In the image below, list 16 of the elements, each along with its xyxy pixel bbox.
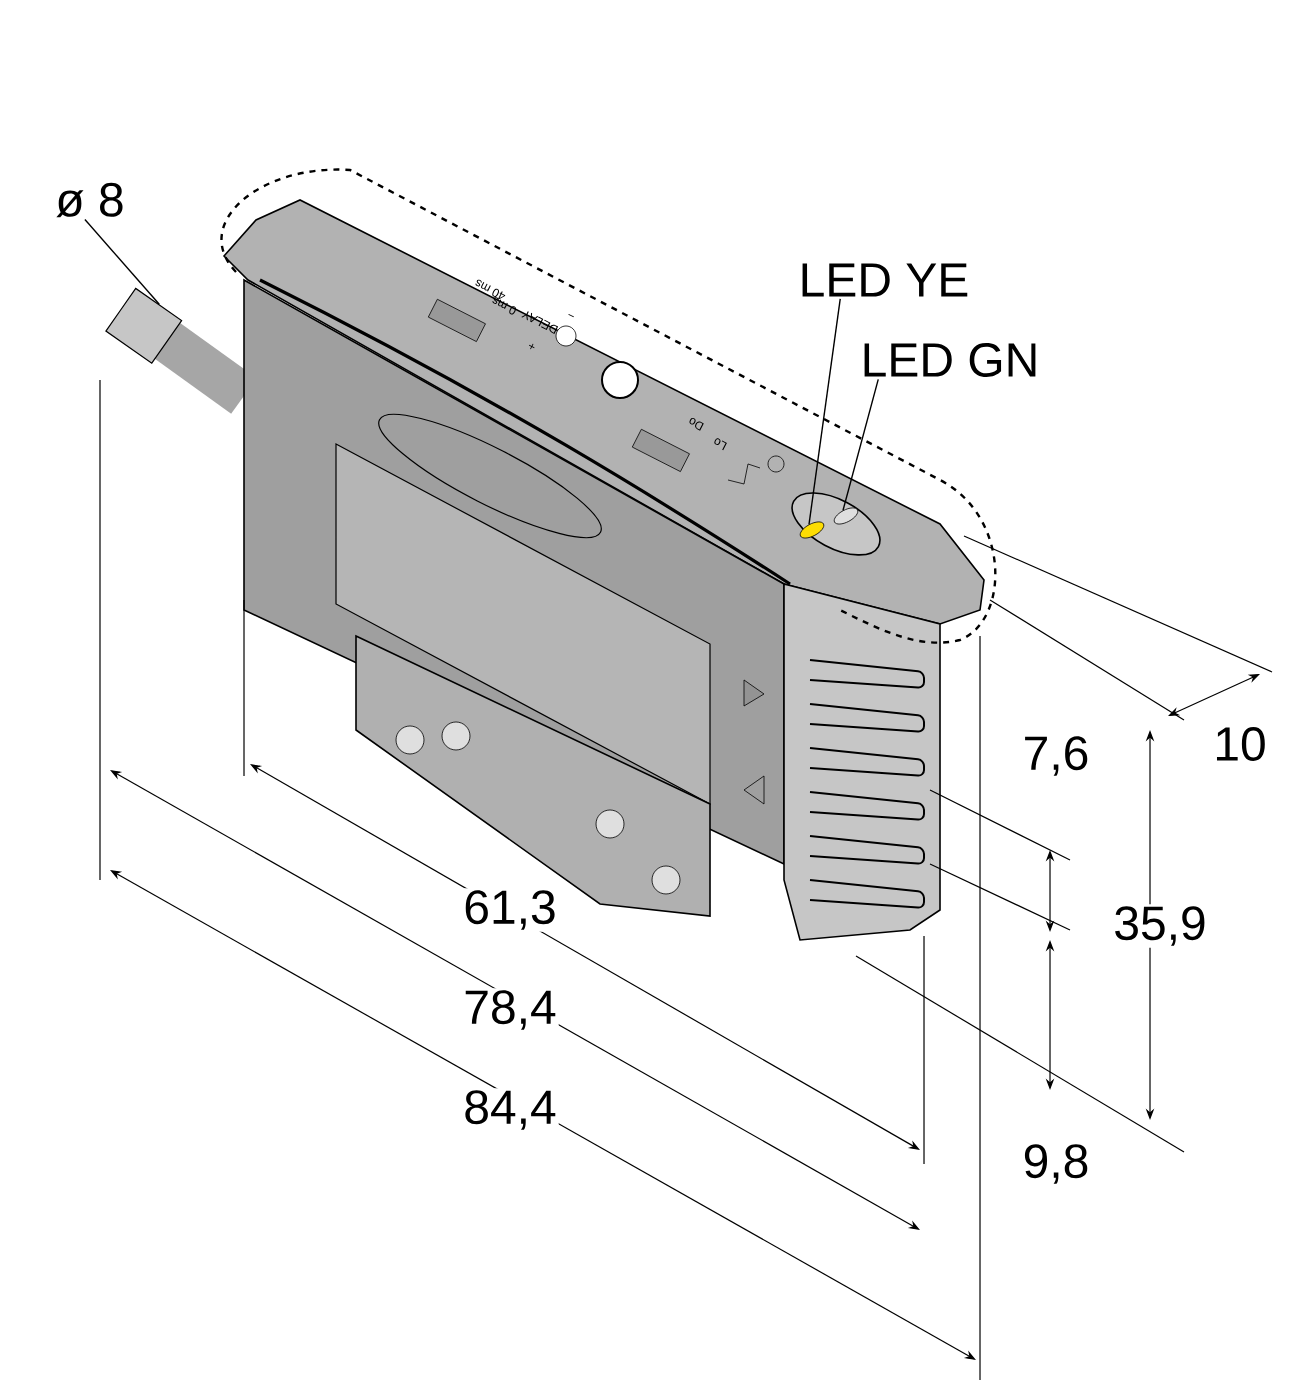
- dimension-label: 78,4: [461, 988, 559, 1032]
- dimension-label: 35,9: [1111, 904, 1209, 948]
- callout-label: LED YE: [802, 263, 968, 297]
- callout-label: LED GN: [864, 343, 1036, 377]
- dimension-label: 9,8: [1020, 1142, 1092, 1186]
- leader-line: [808, 298, 841, 526]
- led: [833, 507, 859, 525]
- leader-line: [84, 218, 160, 305]
- dimension-label: 84,4: [461, 1088, 559, 1132]
- dimension-label: ø 8: [56, 182, 123, 218]
- cable-connector: [105, 287, 183, 364]
- dimension-label: 7,6: [1020, 734, 1092, 778]
- dimension-label: 10: [1211, 725, 1269, 763]
- leader-line: [842, 378, 879, 512]
- led: [799, 521, 825, 539]
- dimension-label: 61,3: [461, 888, 559, 932]
